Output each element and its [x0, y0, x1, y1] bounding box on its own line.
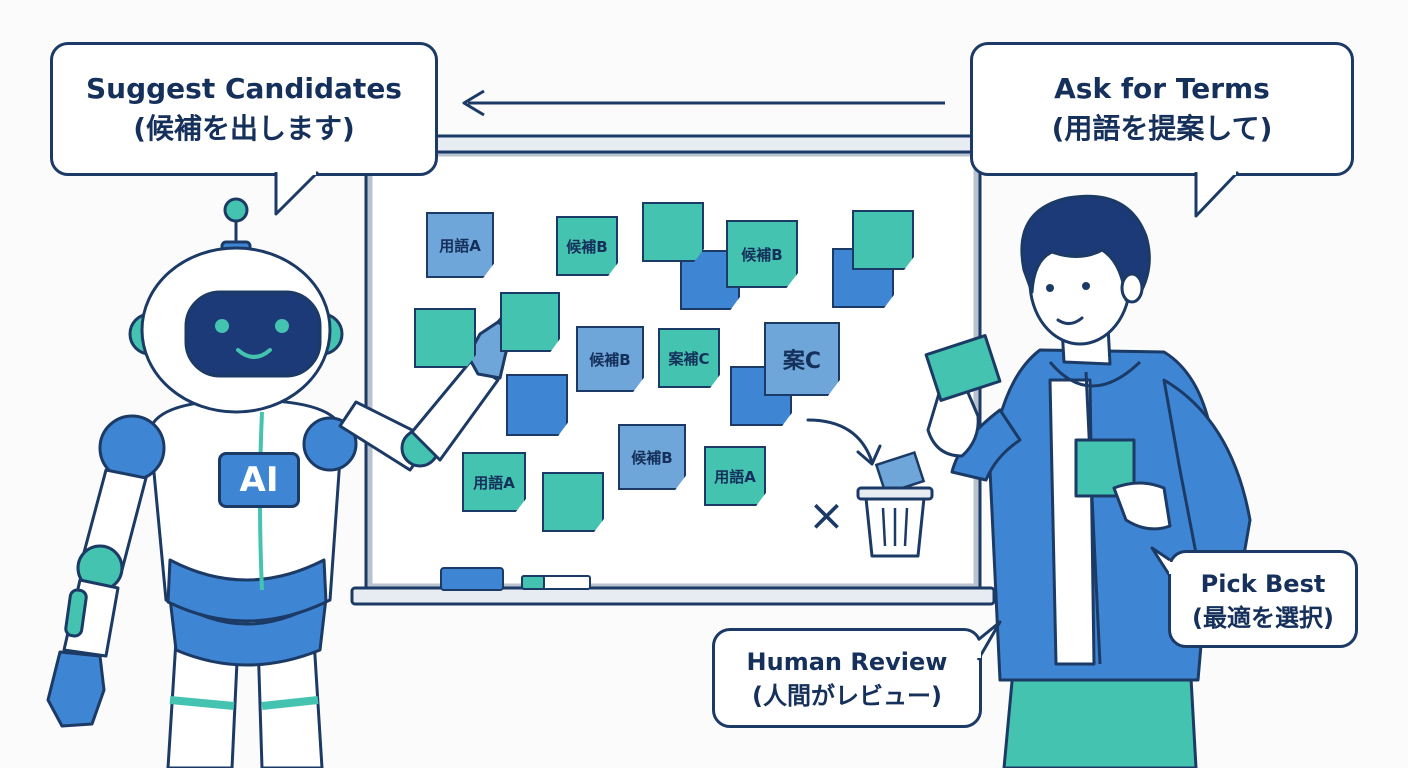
sticky-note-yougo-a[interactable]: 用語A [426, 212, 494, 278]
sticky-note-an-ho-c[interactable]: 案補C [658, 328, 720, 388]
eraser-icon [440, 567, 504, 591]
pick-bubble-title: Pick Best [1200, 570, 1326, 598]
ask-for-terms-bubble: Ask for Terms (用語を提案して) [970, 42, 1354, 176]
sticky-note-yougo-a-3[interactable]: 用語A [704, 446, 766, 506]
sticky-note-blank [414, 308, 476, 368]
sticky-note-an-c[interactable]: 案C [764, 322, 840, 396]
sticky-note-blank [506, 374, 568, 436]
sticky-note-blank [500, 292, 560, 352]
sticky-note-kouho-b-2[interactable]: 候補B [726, 220, 798, 288]
suggest-candidates-bubble: Suggest Candidates (候補を出します) [50, 42, 438, 176]
arrow-left-icon [462, 89, 945, 117]
sticky-note-kouho-b[interactable]: 候補B [556, 216, 618, 276]
suggest-bubble-title: Suggest Candidates [86, 72, 402, 105]
pick-best-bubble: Pick Best (最適を選択) [1168, 550, 1358, 648]
ai-badge-label: AI [239, 460, 279, 500]
pick-bubble-subtitle: (最適を選択) [1192, 604, 1334, 632]
sticky-note-blank [642, 202, 704, 262]
sticky-note-blank [852, 210, 914, 270]
review-bubble-title: Human Review [746, 648, 948, 676]
sticky-note-blank [542, 472, 604, 532]
human-illustration [924, 194, 1252, 768]
sticky-note-yougo-a-2[interactable]: 用語A [462, 452, 526, 512]
reject-x-icon: × [808, 490, 845, 541]
held-note-icon [924, 334, 1002, 402]
sticky-note-kouho-b-3[interactable]: 候補B [576, 326, 644, 392]
sticky-note-kouho-b-4[interactable]: 候補B [618, 424, 686, 490]
review-bubble-subtitle: (人間がレビュー) [752, 682, 942, 710]
human-review-bubble: Human Review (人間がレビュー) [712, 628, 982, 728]
ai-badge: AI [218, 452, 300, 508]
suggest-bubble-subtitle: (候補を出します) [133, 112, 355, 145]
ask-bubble-title: Ask for Terms [1054, 72, 1270, 105]
trash-icon [856, 450, 934, 558]
robot-illustration [46, 197, 522, 768]
ask-bubble-subtitle: (用語を提案して) [1051, 112, 1273, 145]
discard-arrow-icon [806, 418, 882, 466]
